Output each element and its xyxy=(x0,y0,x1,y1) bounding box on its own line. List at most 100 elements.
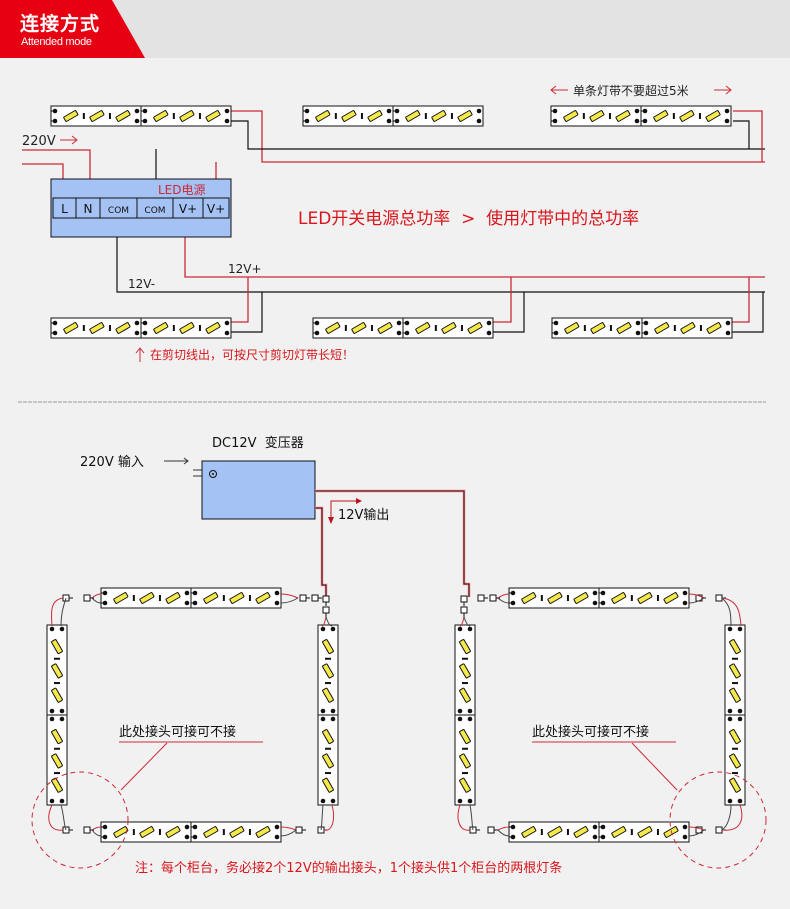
resistor xyxy=(732,682,738,685)
resistor xyxy=(82,113,85,119)
arrow-right-icon xyxy=(60,135,78,145)
callout-right: 此处接头可接可不接 xyxy=(532,724,649,740)
pigtail-wire xyxy=(280,597,299,604)
dc12v-transformer xyxy=(193,460,316,520)
wire-connector xyxy=(460,606,468,617)
resistor xyxy=(540,595,543,601)
pigtail-wire xyxy=(688,829,705,837)
solder-pad xyxy=(737,708,743,714)
solder-pad xyxy=(184,824,190,830)
resistor xyxy=(732,747,738,750)
led-strip xyxy=(50,105,232,127)
section2-strips xyxy=(46,587,746,843)
led-chip xyxy=(459,753,471,769)
led-chip xyxy=(611,826,627,838)
led-chip xyxy=(679,110,695,122)
led-chip xyxy=(165,826,181,838)
led-chip xyxy=(729,639,741,655)
led-chip xyxy=(322,729,334,745)
led-strip-vertical xyxy=(317,624,339,806)
led-chip xyxy=(611,592,627,604)
resistor xyxy=(630,595,633,601)
solder-pad xyxy=(330,798,336,804)
terminal-label: V+ xyxy=(179,202,197,216)
solder-pad xyxy=(224,330,230,336)
resistor xyxy=(198,113,201,119)
pigtail-wire xyxy=(325,616,333,627)
resistor xyxy=(460,325,463,331)
led-chip xyxy=(729,663,741,679)
resistor xyxy=(325,772,331,775)
terminal-vplus: V+ xyxy=(172,197,204,219)
led-chip xyxy=(729,729,741,745)
transformer-output-label: 12V输出 xyxy=(338,507,389,523)
led-chip xyxy=(377,322,393,334)
pigtail-wire xyxy=(91,597,102,604)
solder-pad xyxy=(724,108,730,114)
resistor xyxy=(344,325,347,331)
resistor xyxy=(462,682,468,685)
led-chip xyxy=(89,322,105,334)
solder-pad xyxy=(457,626,463,632)
terminal-label: L xyxy=(61,202,68,216)
input-220v-label: 220V xyxy=(22,134,56,149)
solder-pad xyxy=(49,716,55,722)
pigtail-wire xyxy=(91,826,102,831)
transformer-input-label: 220V 输入 xyxy=(80,454,144,470)
solder-pad xyxy=(134,330,140,336)
led-chip xyxy=(89,110,105,122)
led-chip xyxy=(521,592,537,604)
solder-pad xyxy=(467,716,473,722)
terminal-label: COM xyxy=(108,206,129,216)
led-chip xyxy=(51,639,63,655)
led-strip-vertical xyxy=(724,624,746,806)
led-chip xyxy=(113,592,129,604)
resistor xyxy=(54,657,60,660)
solder-pad xyxy=(592,600,598,606)
solder-pad xyxy=(634,118,640,124)
wire-connector xyxy=(477,594,488,602)
neg-12v-label: 12V- xyxy=(128,277,155,291)
resistor xyxy=(434,325,437,331)
resistor xyxy=(582,113,585,119)
terminal-vplus: V+ xyxy=(202,197,230,219)
max-length-note: 单条灯带不要超过5米 xyxy=(573,83,689,98)
solder-pad xyxy=(224,108,230,114)
led-chip xyxy=(521,826,537,838)
solder-pad xyxy=(457,716,463,722)
led-chip xyxy=(351,322,367,334)
solder-pad xyxy=(682,824,688,830)
resistor xyxy=(198,325,201,331)
led-chip xyxy=(705,110,721,122)
led-chip xyxy=(467,322,483,334)
solder-pad xyxy=(184,590,190,596)
led-chip xyxy=(459,687,471,703)
led-chip xyxy=(153,322,169,334)
resistor xyxy=(172,113,175,119)
led-chip xyxy=(229,826,245,838)
led-chip xyxy=(590,322,606,334)
led-chip xyxy=(205,110,221,122)
led-chip xyxy=(179,322,195,334)
wire-connector xyxy=(469,826,480,834)
power-rule-text: LED开关电源总功率 > 使用灯带中的总功率 xyxy=(298,208,639,229)
led-chip xyxy=(322,753,334,769)
led-chip xyxy=(341,110,357,122)
optional-joint-circle xyxy=(31,771,129,869)
led-chip xyxy=(459,729,471,745)
arrow-up-icon xyxy=(135,347,145,362)
led-chip xyxy=(139,592,155,604)
solder-pad xyxy=(592,824,598,830)
led-chip xyxy=(315,110,331,122)
solder-pad xyxy=(224,320,230,326)
resistor xyxy=(248,595,251,601)
solder-pad xyxy=(737,626,743,632)
led-chip xyxy=(653,110,669,122)
pigtail-wire xyxy=(321,616,327,627)
resistor xyxy=(222,829,225,835)
solder-pad xyxy=(682,834,688,840)
led-strip xyxy=(508,821,690,843)
resistor xyxy=(132,595,135,601)
terminal-label: N xyxy=(84,202,93,216)
led-strip xyxy=(551,317,733,339)
